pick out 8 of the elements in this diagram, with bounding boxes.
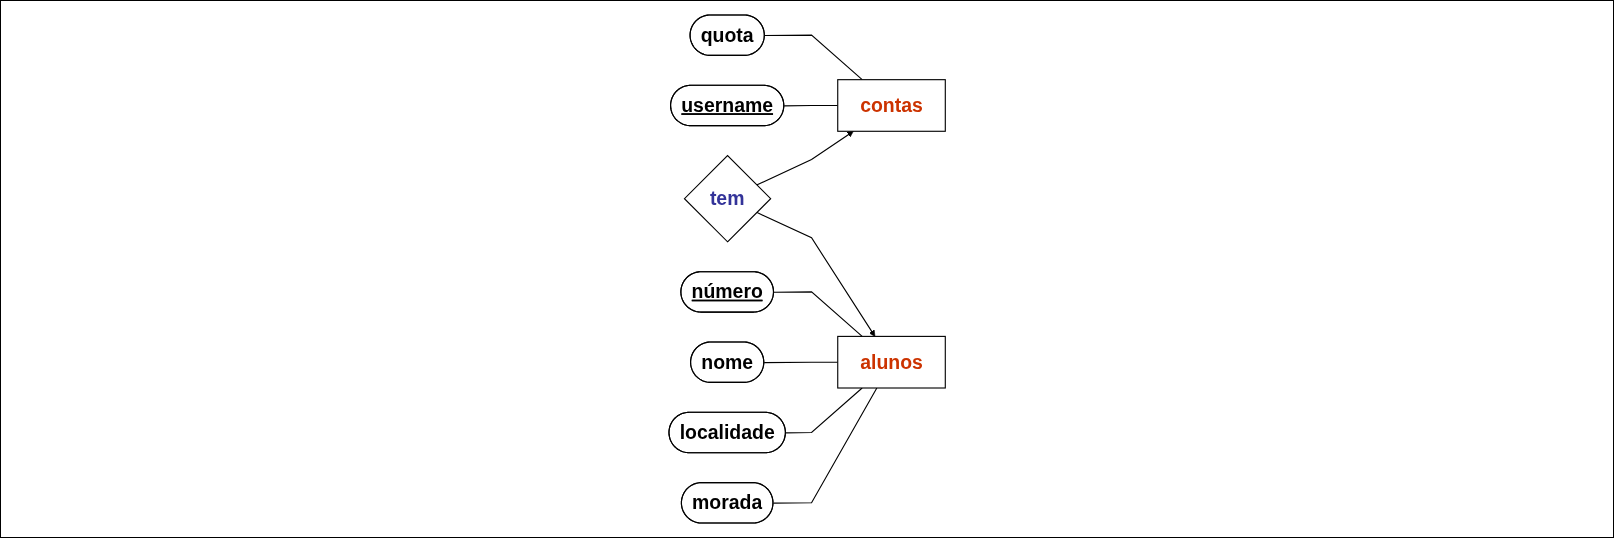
connector <box>785 387 863 434</box>
node-diamond: tem <box>683 154 772 243</box>
arrow <box>755 211 876 337</box>
arrow <box>755 131 854 186</box>
connector <box>773 291 863 337</box>
node-box: contas <box>837 79 946 132</box>
connector <box>772 387 878 504</box>
node-box: alunos <box>837 335 946 389</box>
